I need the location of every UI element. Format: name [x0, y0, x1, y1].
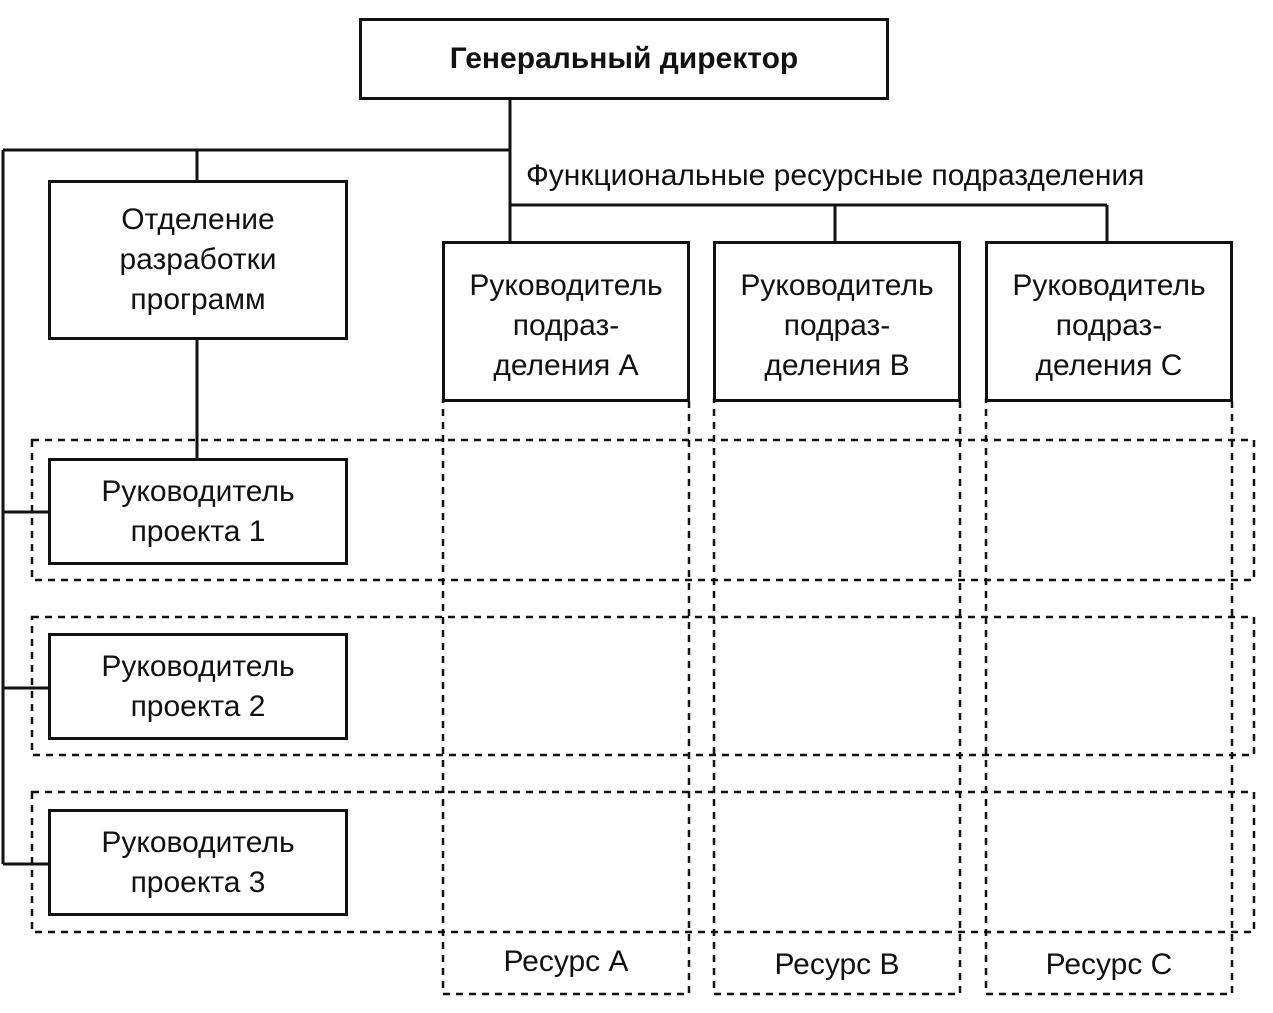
dev-department-box: Отделение разработки программ [48, 180, 348, 340]
project-manager-1-box: Руководитель проекта 1 [48, 458, 348, 565]
dept-head-a-label: Руководитель подраз- деления A [469, 269, 663, 382]
resource-b-label: Ресурс B [774, 948, 900, 981]
functional-departments-label: Функциональные ресурсные подразделения [526, 159, 1145, 192]
project-manager-3-box: Руководитель проекта 3 [48, 809, 348, 916]
resource-column-a [441, 398, 691, 996]
project-row-3 [30, 790, 1256, 934]
dept-head-c-label: Руководитель подраз- деления C [1012, 269, 1206, 382]
project-manager-2-label: Руководитель проекта 2 [101, 649, 295, 723]
dept-head-c-box: Руководитель подраз- деления C [985, 241, 1233, 402]
dept-head-a-box: Руководитель подраз- деления A [442, 241, 690, 402]
ceo-box: Генеральный директор [359, 18, 889, 100]
project-manager-1-label: Руководитель проекта 1 [101, 474, 295, 548]
ceo-label: Генеральный директор [449, 42, 799, 75]
dept-head-b-box: Руководитель подраз- деления B [713, 241, 961, 402]
resource-c-label: Ресурс C [1045, 948, 1173, 981]
project-row-2 [30, 615, 1256, 757]
dev-department-label: Отделение разработки программ [119, 203, 277, 316]
resource-a-label: Ресурс A [503, 945, 629, 978]
project-row-1 [30, 438, 1256, 582]
dept-head-b-label: Руководитель подраз- деления B [740, 269, 934, 382]
project-manager-3-label: Руководитель проекта 3 [101, 825, 295, 899]
project-manager-2-box: Руководитель проекта 2 [48, 633, 348, 740]
resource-column-c [984, 398, 1234, 996]
resource-column-b [712, 398, 962, 996]
